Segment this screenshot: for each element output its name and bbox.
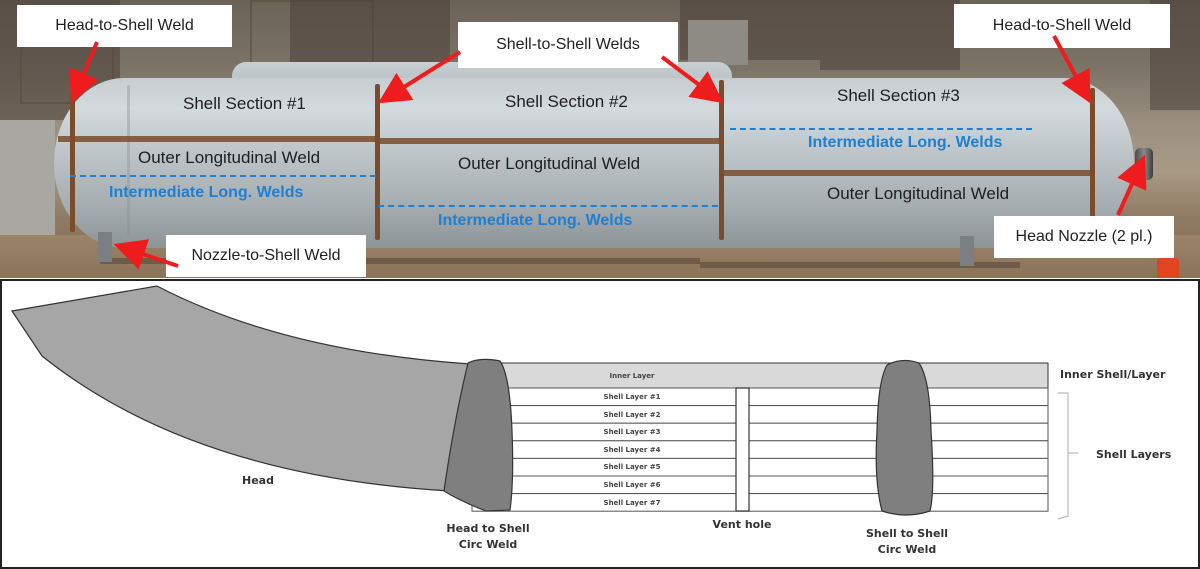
ground-rail [100,258,700,264]
callout-nozzle-to-shell-weld: Nozzle-to-Shell Weld [166,235,366,277]
callout-arrows [68,35,1147,270]
inner-layer-label: Inner Layer [609,372,655,380]
shell-layer-3-band [471,422,1049,442]
ground-rail [700,262,1020,268]
head-to-shell-weld-label-line1: Head to Shell [446,522,530,535]
head-shape [10,285,471,492]
shell-section-1-label: Shell Section #1 [183,94,306,113]
outer-weld-1-label: Outer Longitudinal Weld [138,148,321,167]
traffic-cone [1157,258,1179,278]
arrow-shell-to-shell-2 [660,55,724,104]
shell-section-2-label: Shell Section #2 [505,92,628,111]
shell-layer-7-label: Shell Layer #7 [603,498,661,507]
intermediate-weld-1-label: Intermediate Long. Welds [109,184,304,201]
shell-to-shell-weld-1 [375,84,380,240]
outer-longitudinal-weld-2 [380,138,720,144]
cross-section-diagram: Inner Layer Shell Layer #1 Shell Layer #… [0,279,1200,569]
cross-section-drawing [10,285,1078,520]
background-shed [688,20,748,65]
callout-head-to-shell-weld-right: Head-to-Shell Weld [954,4,1170,48]
arrow-head-to-shell-left [68,41,99,104]
shell-layer-2-label: Shell Layer #2 [603,410,661,419]
arrow-head-nozzle [1116,155,1147,216]
callout-shell-to-shell-welds: Shell-to-Shell Welds [458,22,678,68]
arrow-head-to-shell-right [1052,35,1091,104]
outer-longitudinal-weld-1 [58,136,376,142]
shell-layer-2-band [471,405,1049,424]
shell-to-shell-weld-2 [719,80,724,240]
shell-layer-6-label: Shell Layer #6 [603,481,661,489]
arrow-shell-to-shell-1 [377,50,462,104]
shell-layer-6-band [471,475,1049,495]
head-to-shell-weld-left [70,92,75,232]
background-trees [290,0,450,65]
head-to-shell-weld-label-line2: Circ Weld [458,538,518,551]
shell-layer-7-band [471,493,1049,512]
head-to-shell-weld-label: Head to Shell Circ Weld [438,521,538,553]
intermediate-weld-2-label: Intermediate Long. Welds [438,212,633,229]
outer-longitudinal-weld-3 [724,170,1092,176]
shell-layer-4-label: Shell Layer #4 [603,445,661,454]
intermediate-weld-line-3 [730,128,1032,130]
shell-layer-1-band [471,387,1049,407]
saddle-support [960,236,974,266]
shell-to-shell-weld-label-line2: Circ Weld [877,543,937,556]
shell-to-shell-weld-label: Shell to Shell Circ Weld [857,526,957,558]
shell-layer-5-label: Shell Layer #5 [603,463,661,472]
callout-head-nozzle: Head Nozzle (2 pl.) [994,216,1174,258]
shell-layer-1-label: Shell Layer #1 [603,393,661,401]
intermediate-weld-line-1 [70,175,376,177]
shell-layer-4-band [471,440,1049,459]
outer-weld-2-label: Outer Longitudinal Weld [458,154,641,173]
pressure-vessel [54,78,1134,248]
seam-line [127,85,130,235]
shell-layer-5-band [471,457,1049,477]
outer-weld-3-label: Outer Longitudinal Weld [827,184,1010,203]
intermediate-weld-3-label: Intermediate Long. Welds [808,134,1003,151]
background-trees [820,0,960,70]
legend-shell-layers: Shell Layers [1096,448,1172,461]
shell-layer-3-label: Shell Layer #3 [603,428,661,437]
head-label: Head [242,474,274,487]
vent-hole-label: Vent hole [712,518,772,531]
shell-section-3-label: Shell Section #3 [837,86,960,105]
intermediate-weld-line-2 [378,205,718,207]
head-to-shell-circ-weld [443,358,514,512]
shell-layers-brace [1057,392,1069,520]
saddle-support [98,232,112,262]
head-to-shell-weld-right [1090,88,1095,234]
shell-to-shell-circ-weld [875,359,934,516]
inner-layer-band [471,362,1049,389]
arrow-nozzle-to-shell [113,239,179,270]
legend-inner-shell-layer: Inner Shell/Layer [1060,368,1166,381]
vent-hole [735,387,750,512]
background-equipment [0,120,55,240]
callout-head-to-shell-weld-left: Head-to-Shell Weld [17,5,232,47]
vessel-photo: Shell Section #1 Outer Longitudinal Weld… [0,0,1200,278]
shell-to-shell-weld-label-line1: Shell to Shell [866,527,948,540]
